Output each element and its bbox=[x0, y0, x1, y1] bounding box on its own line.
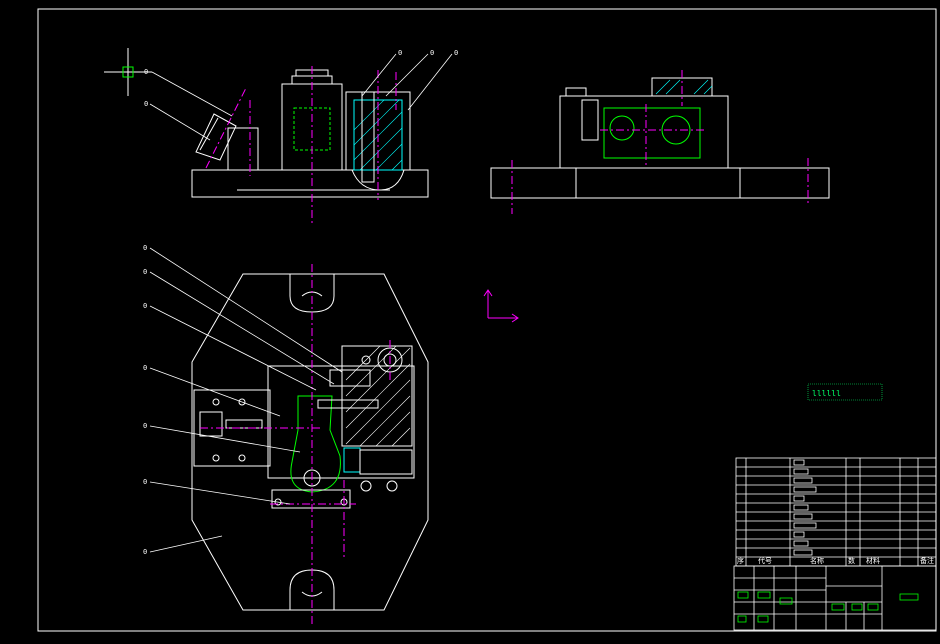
ucs-axis-icon bbox=[483, 289, 519, 323]
bom-header-qty: 数 bbox=[848, 556, 855, 565]
bom-header-remark: 备注 bbox=[920, 556, 934, 565]
bom-header-name: 名称 bbox=[810, 556, 824, 565]
bom-cell-mark bbox=[793, 504, 809, 511]
technical-note: llllll bbox=[807, 383, 883, 401]
callout-f2: 0 bbox=[144, 100, 148, 108]
bom-table[interactable] bbox=[735, 457, 937, 567]
bom-cell-mark bbox=[793, 486, 817, 493]
callout-p6: 0 bbox=[143, 478, 147, 486]
callout-p2: 0 bbox=[143, 268, 147, 276]
callout-p7: 0 bbox=[143, 548, 147, 556]
callout-p3: 0 bbox=[143, 302, 147, 310]
bom-cell-mark bbox=[793, 522, 817, 529]
side-view[interactable] bbox=[490, 70, 830, 214]
callout-f3: 0 bbox=[398, 49, 402, 57]
front-view[interactable] bbox=[149, 53, 453, 226]
bom-header-code: 代号 bbox=[758, 556, 772, 565]
bom-header-no: 序 bbox=[737, 556, 744, 565]
callout-p5: 0 bbox=[143, 422, 147, 430]
bom-cell-mark bbox=[793, 549, 813, 556]
bom-cell-mark bbox=[793, 540, 809, 547]
callout-p4: 0 bbox=[143, 364, 147, 372]
bom-header-material: 材料 bbox=[866, 556, 880, 565]
bom-cell-mark bbox=[793, 468, 809, 475]
title-block[interactable] bbox=[733, 565, 937, 631]
callout-f5: 0 bbox=[454, 49, 458, 57]
plan-section-hatch bbox=[345, 345, 411, 447]
bom-cell-mark bbox=[793, 495, 805, 502]
plan-view[interactable] bbox=[149, 247, 429, 624]
svg-text:llllll: llllll bbox=[812, 389, 841, 398]
bom-cell-mark bbox=[793, 477, 813, 484]
bom-cell-mark bbox=[793, 459, 805, 466]
drawing-border bbox=[37, 8, 937, 632]
bom-cell-mark bbox=[793, 513, 813, 520]
cursor-crosshair-icon[interactable] bbox=[104, 48, 152, 96]
callout-f1: 0 bbox=[144, 68, 148, 76]
callout-p1: 0 bbox=[143, 244, 147, 252]
bom-cell-mark bbox=[793, 531, 805, 538]
callout-f4: 0 bbox=[430, 49, 434, 57]
